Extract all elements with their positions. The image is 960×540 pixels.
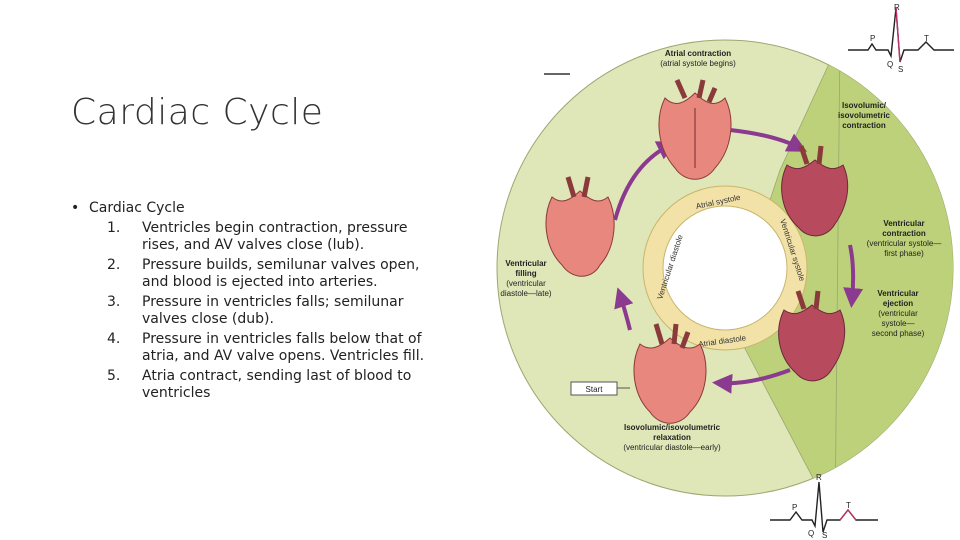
label-line: relaxation bbox=[653, 433, 691, 442]
atrial-contraction-title: Atrial contraction bbox=[665, 49, 731, 58]
ecg-trace-top: R P T Q S bbox=[848, 3, 954, 74]
step-item-4: 4. Pressure in ventricles falls below tha… bbox=[107, 331, 431, 366]
ecg-label-s: S bbox=[898, 65, 903, 74]
label-isovolumic-contraction: Isovolumic/ isovolumetric contraction bbox=[838, 101, 891, 130]
label-line: contraction bbox=[882, 229, 926, 238]
ecg-label-p: P bbox=[870, 34, 875, 43]
label-line: (ventricular systole— bbox=[867, 239, 942, 248]
heart-ventricular-ejection bbox=[778, 290, 846, 382]
label-line: ejection bbox=[883, 299, 913, 308]
atrial-contraction-subtitle: (atrial systole begins) bbox=[660, 59, 736, 68]
label-line: first phase) bbox=[884, 249, 924, 258]
cycle-arrows bbox=[613, 128, 864, 394]
label-line: filling bbox=[515, 269, 536, 278]
ecg-trace-bottom: R P T Q S bbox=[770, 473, 878, 540]
step-text: Pressure in ventricles falls; semilunar … bbox=[142, 293, 404, 328]
step-text: Pressure in ventricles falls below that … bbox=[142, 330, 425, 365]
step-item-3: 3. Pressure in ventricles falls; semiluna… bbox=[107, 294, 431, 329]
bullet-item: • Cardiac Cycle bbox=[71, 200, 431, 218]
step-item-2: 2. Pressure builds, semilunar valves open… bbox=[107, 257, 431, 292]
step-number: 3. bbox=[107, 293, 121, 310]
ecg-label-r: R bbox=[894, 3, 900, 12]
label-atrial-contraction: Atrial contraction (atrial systole begin… bbox=[660, 49, 736, 68]
bullet-list: • Cardiac Cycle 1. Ventricles begin contr… bbox=[71, 200, 431, 405]
ecg-label-q: Q bbox=[808, 529, 814, 538]
ecg-label-r: R bbox=[816, 473, 822, 482]
step-number: 4. bbox=[107, 330, 121, 347]
step-item-1: 1. Ventricles begin contraction, pressure… bbox=[107, 220, 431, 255]
step-text: Atria contract, sending last of blood to… bbox=[142, 367, 412, 402]
ecg-label-t: T bbox=[846, 501, 851, 510]
label-line: diastole—late) bbox=[500, 289, 551, 298]
ecg-label-q: Q bbox=[887, 60, 893, 69]
heart-ventricular-contraction bbox=[781, 145, 849, 237]
step-number: 2. bbox=[107, 256, 121, 273]
cardiac-cycle-diagram: Atrial systole Atrial diastole Ventricul… bbox=[480, 0, 960, 540]
label-line: (ventricular bbox=[506, 279, 546, 288]
step-number: 1. bbox=[107, 219, 121, 236]
step-list: 1. Ventricles begin contraction, pressure… bbox=[107, 220, 431, 403]
start-label: Start bbox=[586, 385, 604, 394]
slide-title: Cardiac Cycle bbox=[71, 92, 324, 133]
start-box: Start bbox=[570, 381, 630, 396]
bullet-dot: • bbox=[71, 200, 80, 216]
ecg-label-p: P bbox=[792, 503, 797, 512]
label-line: second phase) bbox=[872, 329, 925, 338]
label-line: (ventricular bbox=[878, 309, 918, 318]
heart-atrial-contraction bbox=[658, 78, 732, 180]
label-line: Ventricular bbox=[877, 289, 918, 298]
heart-ventricular-filling bbox=[545, 176, 615, 277]
ecg-label-t: T bbox=[924, 34, 929, 43]
label-line: systole— bbox=[882, 319, 915, 328]
label-line: isovolumetric bbox=[838, 111, 891, 120]
bullet-heading: Cardiac Cycle bbox=[89, 200, 185, 216]
label-line: Isovolumic/isovolumetric bbox=[624, 423, 721, 432]
label-line: Ventricular bbox=[505, 259, 546, 268]
center-hole bbox=[662, 205, 788, 331]
label-line: contraction bbox=[842, 121, 886, 130]
label-line: Isovolumic/ bbox=[842, 101, 887, 110]
label-isovolumic-relaxation: Isovolumic/isovolumetric relaxation (ven… bbox=[623, 423, 721, 452]
step-item-5: 5. Atria contract, sending last of blood … bbox=[107, 368, 431, 403]
label-ventricular-contraction: Ventricular contraction (ventricular sys… bbox=[867, 219, 942, 258]
step-text: Ventricles begin contraction, pressure r… bbox=[142, 219, 408, 254]
step-text: Pressure builds, semilunar valves open, … bbox=[142, 256, 420, 291]
ecg-label-s: S bbox=[822, 531, 827, 540]
label-line: (ventricular diastole—early) bbox=[623, 443, 721, 452]
label-ventricular-filling: Ventricular filling (ventricular diastol… bbox=[500, 259, 551, 298]
label-line: Ventricular bbox=[883, 219, 924, 228]
heart-isovolumic-relaxation bbox=[633, 323, 707, 424]
step-number: 5. bbox=[107, 367, 121, 384]
label-ventricular-ejection: Ventricular ejection (ventricular systol… bbox=[872, 289, 925, 338]
